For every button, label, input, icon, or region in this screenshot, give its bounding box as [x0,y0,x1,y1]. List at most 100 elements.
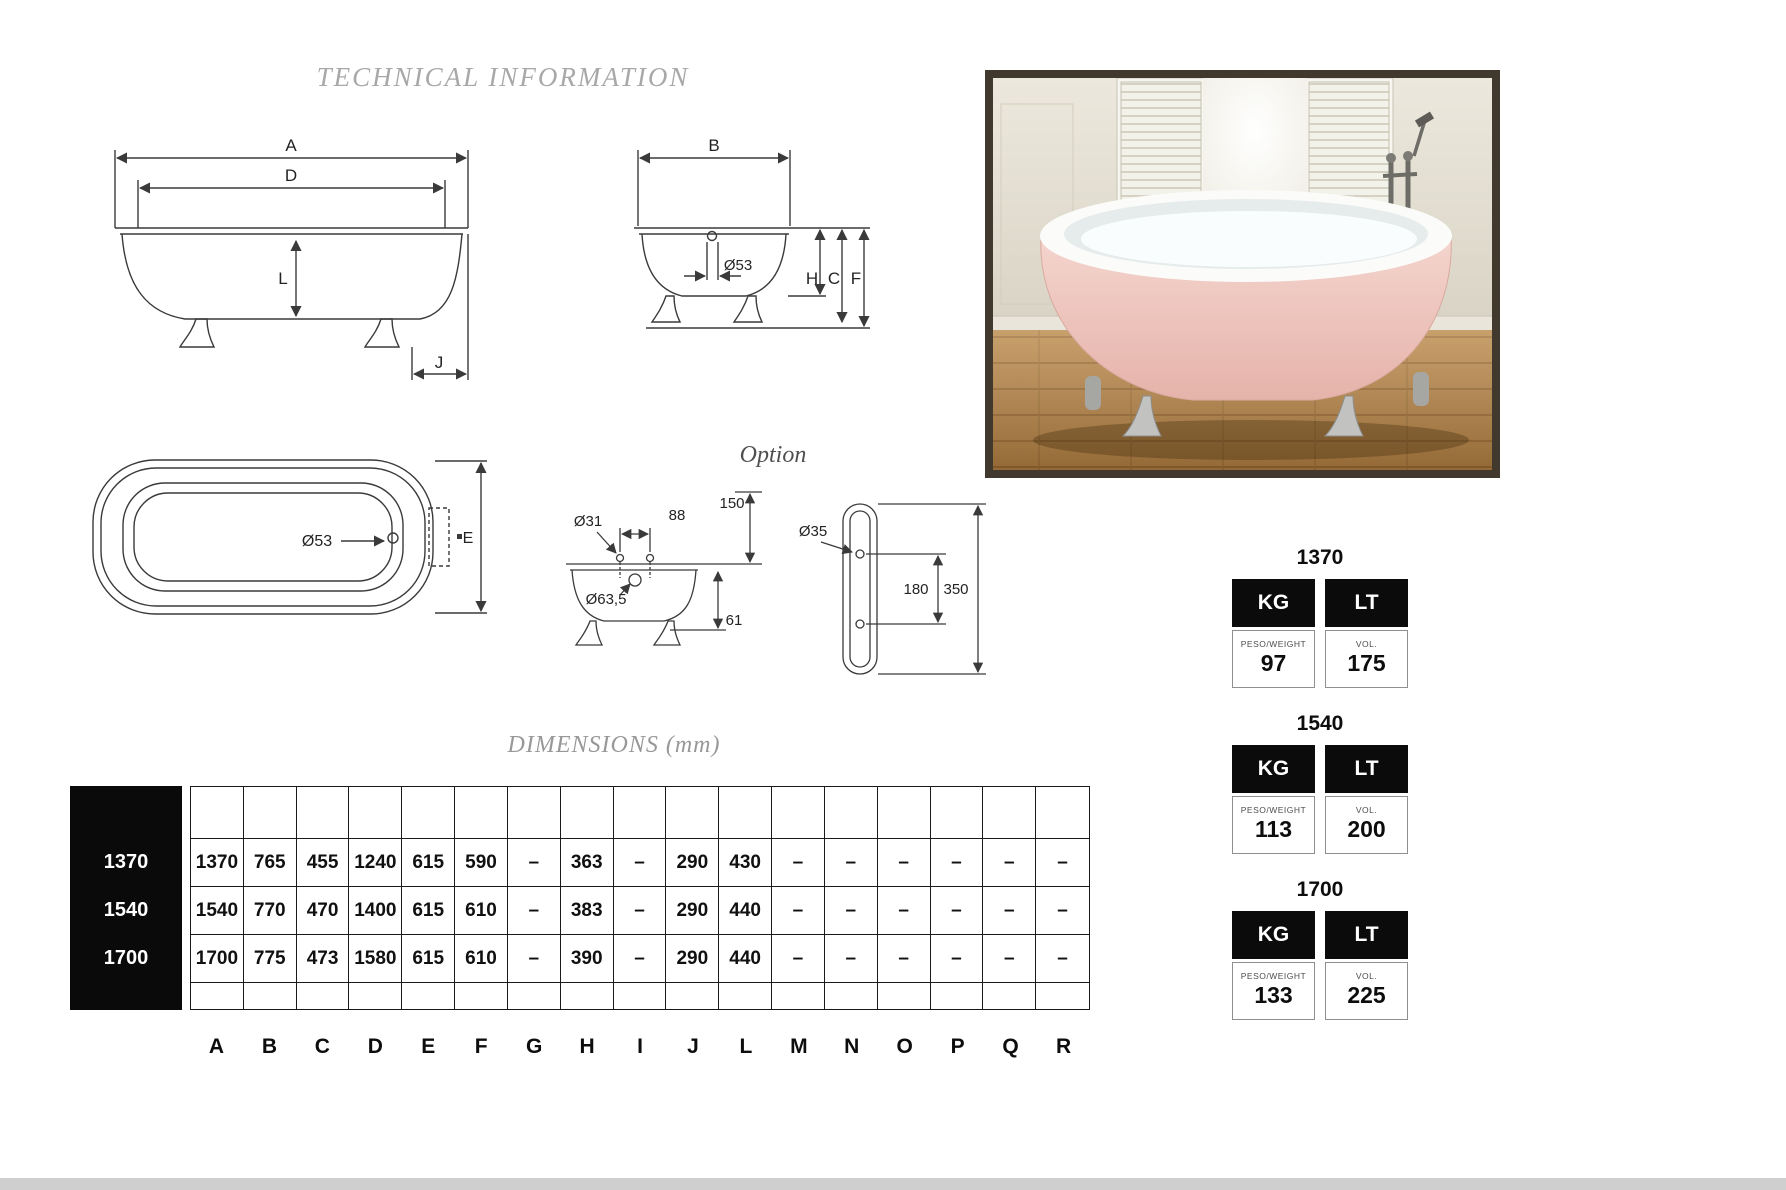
dim-cell-F-1540: 610 [455,887,508,935]
dim-filler-cell [772,787,825,839]
top-view-diagram: Ø53 E [92,459,487,615]
dim-cell-N-1370: – [824,839,878,887]
column-letter-N: N [844,1035,860,1058]
column-letter-B: B [261,1035,277,1058]
dim-cell-C-1540: 470 [296,887,350,935]
dim-label-l: L [278,269,287,288]
dim-filler-cell [931,983,984,1009]
spec-card-1370: 1370 KG LT PESO/WEIGHT 97 VOL. 175 [1232,546,1408,688]
dim-label-j: J [435,353,444,372]
volume-box: VOL. 225 [1325,962,1408,1020]
dim-filler-cell [560,787,614,839]
column-letter-D: D [367,1035,383,1058]
dim-label-b: B [708,136,719,155]
dim-cell-M-1540: – [772,887,825,935]
column-letter-C: C [314,1035,330,1058]
column-letter-J: J [687,1035,699,1058]
dim-cell-L-1370: 430 [719,839,773,887]
weight-caption: PESO/WEIGHT [1240,805,1307,815]
dim-filler-cell [666,983,720,1009]
spec-card-1700: 1700 KG LT PESO/WEIGHT 133 VOL. 225 [1232,878,1408,1020]
dim-filler-cell [349,983,403,1009]
size-label-1370: 1370 [103,851,149,873]
dim-cell-J-1370: 290 [666,839,720,887]
spec-size-label: 1700 [1296,878,1344,901]
volume-value: 200 [1347,816,1386,842]
dim-filler-cell [983,787,1037,839]
back-left-foot [1085,376,1101,410]
dim-cell-A-1700: 1700 [191,935,244,983]
dim-cell-I-1370: – [613,839,667,887]
dim-cell-J-1700: 290 [666,935,720,983]
column-letter-O: O [896,1035,913,1058]
dim-label-h: H [806,269,818,288]
spec-card-1540: 1540 KG LT PESO/WEIGHT 113 VOL. 200 [1232,712,1408,854]
tub-body [1040,235,1452,401]
product-photo [985,70,1500,478]
dim-filler-cell [191,787,244,839]
spec-size-label: 1540 [1296,712,1344,735]
tub-interior [1081,211,1417,267]
dim-cell-B-1700: 775 [243,935,297,983]
dim-filler-cell [719,983,773,1009]
side-view-diagram: A D L J [114,136,469,380]
dim-cell-G-1700: – [507,935,561,983]
dim-cell-F-1700: 610 [455,935,508,983]
dim-cell-B-1540: 770 [243,887,297,935]
dim-cell-E-1370: 615 [402,839,456,887]
dim-filler-cell [825,983,878,1009]
weight-caption: PESO/WEIGHT [1240,639,1307,649]
dim-filler-cell [1036,787,1089,839]
dim-cell-O-1370: – [877,839,931,887]
dim-cell-I-1540: – [613,887,667,935]
volume-caption: VOL. [1355,805,1378,815]
weight-box: PESO/WEIGHT 97 [1232,630,1315,688]
dim-cell-L-1540: 440 [719,887,773,935]
bathtub-photo-illustration [993,77,1492,470]
volume-value: 225 [1347,982,1386,1008]
weight-caption: PESO/WEIGHT [1240,971,1307,981]
dimensions-table-title: DIMENSIONS (mm) [507,732,721,758]
dim-cell-D-1700: 1580 [349,935,403,983]
volume-caption: VOL. [1355,971,1378,981]
drain-depth-label: 61 [726,612,743,629]
dim-cell-N-1700: – [824,935,878,983]
dim-cell-R-1540: – [1036,887,1089,935]
dim-filler-cell [244,983,297,1009]
weight-value: 113 [1254,816,1293,842]
size-label-1700: 1700 [103,947,149,969]
front-right-foot [1323,395,1364,437]
dim-filler-cell [402,787,456,839]
dim-cell-D-1370: 1240 [349,839,403,887]
column-letter-P: P [950,1035,965,1058]
dim-cell-H-1370: 363 [560,839,614,887]
option-tap-holes-diagram: Ø31 88 150 Ø63,5 61 [566,491,762,646]
lt-header: LT [1325,745,1408,793]
dim-filler-cell [508,983,561,1009]
spec-size-label: 1370 [1296,546,1344,569]
dim-filler-cell [1036,983,1089,1009]
dim-filler-cell [824,787,878,839]
dim-label-f: F [851,269,861,288]
dim-cell-A-1540: 1540 [191,887,244,935]
volume-caption: VOL. [1355,639,1378,649]
page-title: TECHNICAL INFORMATION [316,62,690,92]
bracket-hole-diameter-label: Ø35 [799,523,827,540]
dim-cell-E-1700: 615 [402,935,456,983]
kg-header: KG [1232,911,1315,959]
dim-cell-F-1370: 590 [455,839,508,887]
wall-panel [1000,103,1074,305]
lt-header: LT [1325,911,1408,959]
option-bracket-diagram: Ø35 180 350 [799,503,986,675]
dim-cell-Q-1700: – [983,935,1037,983]
dim-cell-I-1700: – [613,935,667,983]
dim-cell-R-1700: – [1036,935,1089,983]
dim-cell-L-1700: 440 [719,935,773,983]
dim-filler-cell [983,983,1037,1009]
dim-cell-Q-1540: – [983,887,1037,935]
dim-cell-G-1540: – [507,887,561,935]
tap-spacing-label: 88 [669,507,686,524]
dim-filler-cell [402,983,456,1009]
weight-value: 97 [1260,650,1287,676]
